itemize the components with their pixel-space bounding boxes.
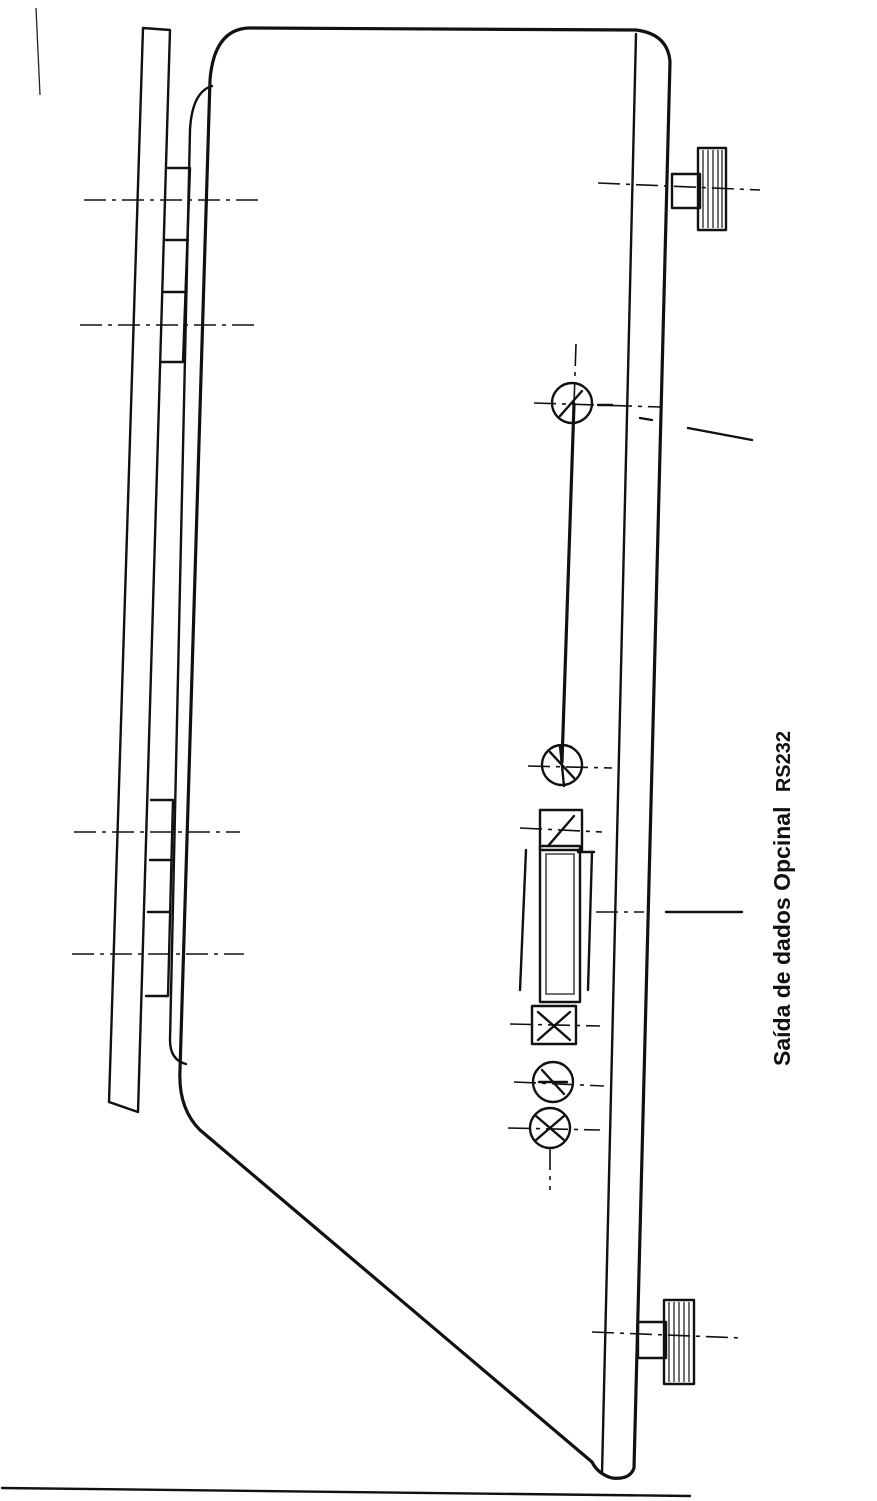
screw-lower-2 bbox=[507, 1106, 601, 1190]
caption: Saída de dados Opcinal RS232 bbox=[769, 731, 795, 1066]
weighing-platter bbox=[107, 26, 192, 1114]
page-bottom-line bbox=[0, 1486, 692, 1498]
rs232-connector-panel bbox=[507, 343, 754, 1190]
screw-lower-1 bbox=[513, 1060, 605, 1104]
platter-support-tab bbox=[144, 798, 175, 998]
caption-suffix: RS232 bbox=[773, 731, 795, 792]
platter-center-lines bbox=[72, 199, 262, 955]
page-border-line bbox=[35, 7, 41, 96]
screw-upper bbox=[527, 743, 613, 788]
db-connector bbox=[509, 808, 603, 1046]
leveling-foot-bottom bbox=[591, 1298, 743, 1386]
caption-text: Saída de dados Opcinal RS232 bbox=[769, 731, 795, 1066]
screw-top bbox=[533, 381, 661, 425]
caption-main: Saída de dados Opcinal bbox=[769, 807, 795, 1066]
scale-body bbox=[168, 26, 672, 1480]
leveling-foot-top bbox=[597, 146, 761, 232]
